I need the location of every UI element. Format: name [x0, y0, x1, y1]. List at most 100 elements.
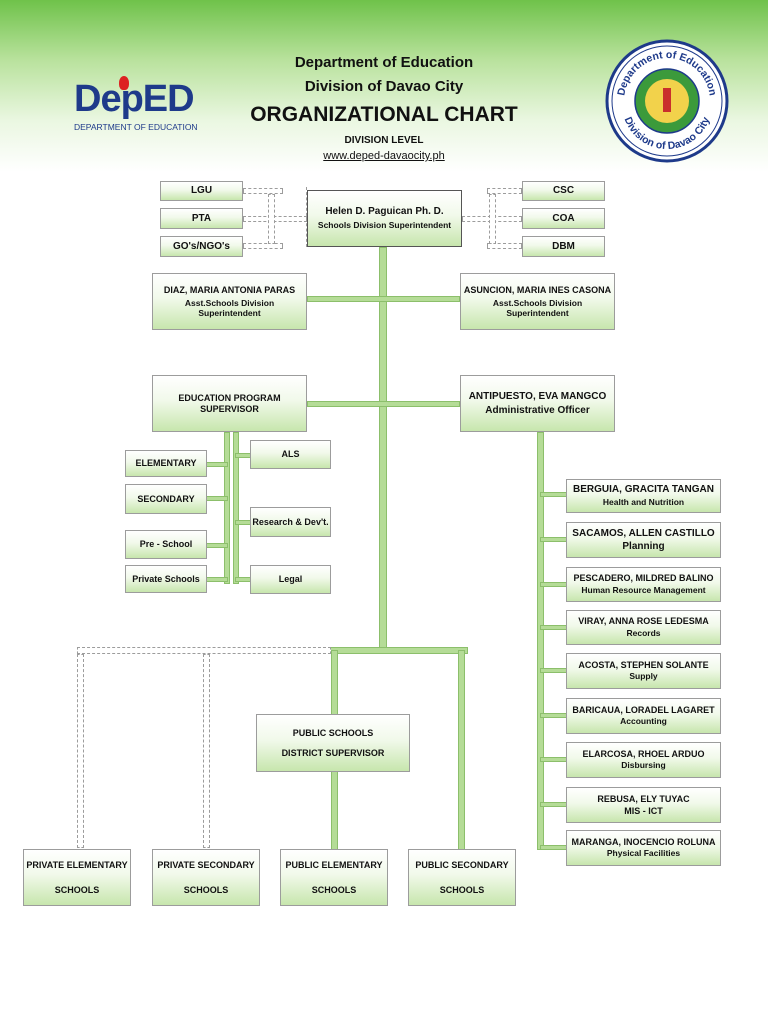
assistant-diaz-title: Asst.Schools Division Superintendent — [184, 297, 275, 318]
agency-lgu: LGU — [160, 181, 243, 201]
unit-secondary-label: SECONDARY — [137, 493, 195, 504]
branch-hrm — [540, 582, 567, 587]
deped-logo-text: DepED — [74, 78, 195, 120]
dash-dbm — [487, 243, 522, 249]
agency-dbm-label: DBM — [552, 240, 575, 252]
schools-private-secondary: PRIVATE SECONDARY SCHOOLS — [152, 849, 260, 906]
schools-public-elementary-line1: PUBLIC ELEMENTARY — [285, 860, 383, 871]
header-division: Division of Davao City — [304, 78, 464, 95]
superintendent-name: Helen D. Paguican Ph. D. — [325, 206, 444, 218]
torch-icon — [119, 76, 129, 90]
admin-unit-hrm-name: PESCADERO, MILDRED BALINO — [573, 573, 714, 584]
assistant-asuncion-title: Asst.Schools Division Superintendent — [492, 297, 583, 318]
agency-dbm: DBM — [522, 236, 605, 257]
admin-unit-mis: REBUSA, ELY TUYAC MIS - ICT — [566, 787, 721, 823]
dash-private-elem — [77, 654, 84, 848]
unit-research-dev-label: Research & Dev't. — [252, 516, 329, 527]
branch-mis — [540, 802, 567, 807]
branch-secondary — [206, 496, 228, 501]
unit-legal-label: Legal — [278, 574, 303, 585]
admin-unit-records-title: Records — [626, 627, 661, 638]
agency-csc-label: CSC — [552, 185, 575, 197]
unit-private-schools-label: Private Schools — [132, 573, 200, 584]
schools-public-secondary-line1: PUBLIC SECONDARY — [415, 860, 509, 871]
district-supervisor-line1: PUBLIC SCHOOLS — [292, 727, 374, 738]
division-seal: Department of Education Division of Dava… — [604, 38, 730, 164]
admin-unit-accounting: BARICAUA, LORADEL LAGARET Accounting — [566, 698, 721, 734]
unit-elementary-label: ELEMENTARY — [135, 458, 197, 469]
admin-unit-disbursing: ELARCOSA, RHOEL ARDUO Disbursing — [566, 742, 721, 778]
admin-unit-planning: SACAMOS, ALLEN CASTILLO Planning — [566, 522, 721, 558]
admin-officer-title: Administrative Officer — [485, 405, 590, 416]
schools-public-secondary: PUBLIC SECONDARY SCHOOLS — [408, 849, 516, 906]
branch-als — [235, 453, 251, 458]
admin-unit-planning-title: Planning — [622, 541, 665, 552]
admin-unit-facilities-title: Physical Facilities — [606, 848, 681, 859]
superintendent-title: Schools Division Superintendent — [317, 219, 452, 230]
connector-main-trunk — [379, 247, 387, 650]
header-department: Department of Education — [294, 54, 474, 71]
agency-csc: CSC — [522, 181, 605, 201]
admin-unit-facilities-name: MARANGA, INOCENCIO ROLUNA — [571, 836, 716, 847]
schools-private-secondary-line1: PRIVATE SECONDARY — [157, 860, 255, 871]
admin-unit-health: BERGUIA, GRACITA TANGAN Health and Nutri… — [566, 479, 721, 513]
connector-assistants — [307, 296, 460, 302]
unit-research-dev: Research & Dev't. — [250, 507, 331, 537]
admin-unit-planning-name: SACAMOS, ALLEN CASTILLO — [572, 527, 715, 539]
agency-pta: PTA — [160, 208, 243, 229]
agency-gos-ngos: GO's/NGO's — [160, 236, 243, 257]
admin-unit-health-title: Health and Nutrition — [602, 496, 685, 507]
unit-legal: Legal — [250, 565, 331, 594]
schools-private-elementary-line2: SCHOOLS — [54, 884, 100, 895]
admin-unit-supply-title: Supply — [629, 671, 658, 682]
admin-unit-mis-name: REBUSA, ELY TUYAC — [597, 793, 690, 804]
unit-elementary: ELEMENTARY — [125, 450, 207, 477]
unit-als: ALS — [250, 440, 331, 469]
dash-pta — [243, 216, 307, 222]
superintendent-box: Helen D. Paguican Ph. D. Schools Divisio… — [307, 190, 462, 247]
header-level: DIVISION LEVEL — [344, 135, 424, 146]
dash-gos — [243, 243, 283, 249]
branch-private-schools — [206, 577, 228, 582]
schools-public-secondary-line2: SCHOOLS — [439, 884, 485, 895]
dash-left-vert — [268, 194, 275, 244]
branch-legal — [235, 577, 251, 582]
admin-unit-hrm: PESCADERO, MILDRED BALINO Human Resource… — [566, 567, 721, 602]
admin-unit-health-name: BERGUIA, GRACITA TANGAN — [573, 484, 714, 496]
unit-als-label: ALS — [281, 449, 300, 460]
unit-secondary: SECONDARY — [125, 484, 207, 514]
unit-preschool-label: Pre - School — [139, 539, 193, 550]
dash-private-sec — [203, 654, 210, 848]
header-banner: DepED DEPARTMENT OF EDUCATION Department… — [0, 0, 768, 172]
admin-unit-disbursing-title: Disbursing — [621, 760, 666, 771]
schools-private-elementary: PRIVATE ELEMENTARY SCHOOLS — [23, 849, 131, 906]
dash-right-vert — [489, 194, 496, 244]
admin-unit-facilities: MARANGA, INOCENCIO ROLUNA Physical Facil… — [566, 830, 721, 866]
dash-lgu — [243, 188, 283, 194]
unit-private-schools: Private Schools — [125, 565, 207, 593]
branch-preschool — [206, 543, 228, 548]
eps-label: EDUCATION PROGRAM SUPERVISOR — [178, 393, 281, 414]
schools-private-elementary-line1: PRIVATE ELEMENTARY — [26, 860, 128, 871]
agency-gos-ngos-label: GO's/NGO's — [173, 240, 230, 252]
schools-private-secondary-line2: SCHOOLS — [183, 884, 229, 895]
admin-unit-hrm-title: Human Resource Management — [581, 584, 706, 595]
connector-public-sec — [458, 650, 465, 850]
deped-logo: DepED DEPARTMENT OF EDUCATION — [74, 76, 208, 138]
assistant-diaz-name: DIAZ, MARIA ANTONIA PARAS — [163, 284, 296, 295]
unit-preschool: Pre - School — [125, 530, 207, 559]
admin-unit-supply: ACOSTA, STEPHEN SOLANTE Supply — [566, 653, 721, 689]
agency-pta-label: PTA — [191, 212, 212, 224]
branch-planning — [540, 537, 567, 542]
schools-public-elementary: PUBLIC ELEMENTARY SCHOOLS — [280, 849, 388, 906]
admin-unit-records: VIRAY, ANNA ROSE LEDESMA Records — [566, 610, 721, 645]
assistant-asuncion-name: ASUNCION, MARIA INES CASONA — [463, 284, 612, 295]
admin-unit-disbursing-name: ELARCOSA, RHOEL ARDUO — [582, 748, 705, 759]
branch-elementary — [206, 462, 228, 467]
admin-unit-mis-title: MIS - ICT — [624, 806, 663, 816]
agency-lgu-label: LGU — [190, 185, 213, 197]
schools-public-elementary-line2: SCHOOLS — [311, 884, 357, 895]
branch-facilities — [540, 845, 567, 850]
deped-logo-subtext: DEPARTMENT OF EDUCATION — [74, 122, 198, 132]
header-url[interactable]: www.deped-davaocity.ph — [323, 150, 445, 162]
